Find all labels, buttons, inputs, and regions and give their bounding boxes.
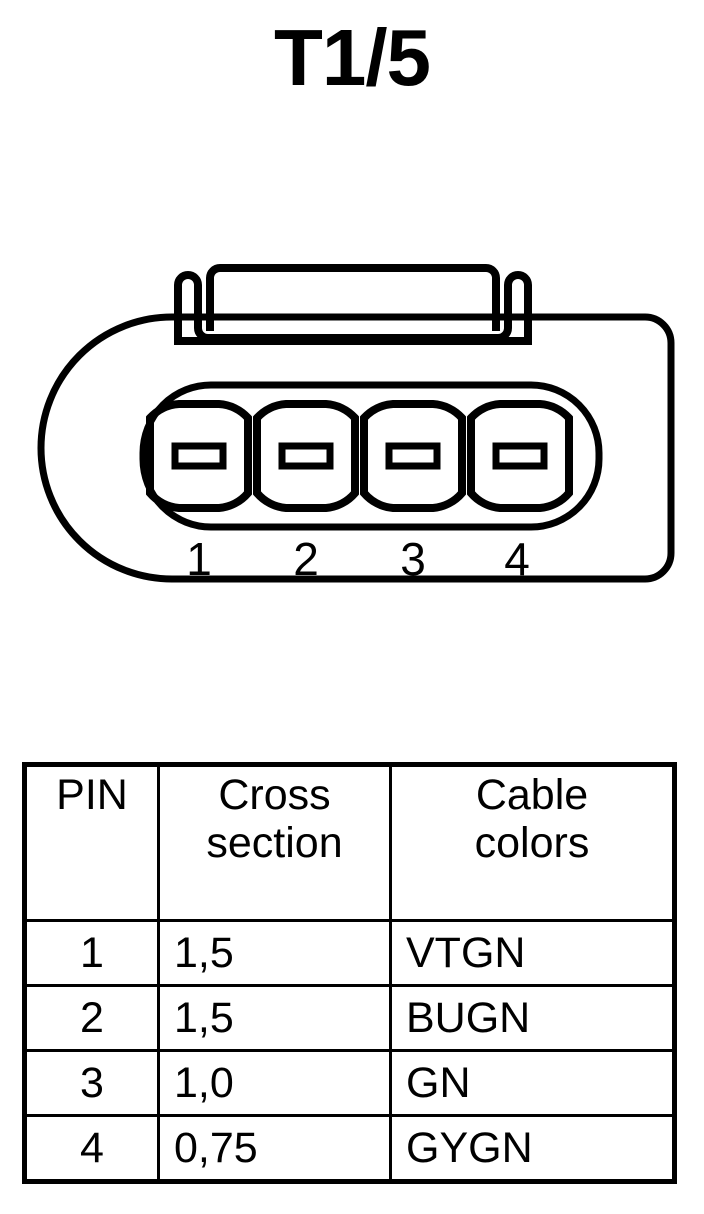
column-header-cross-section: Cross section bbox=[157, 763, 392, 922]
pin-label-2: 2 bbox=[293, 533, 319, 585]
column-header-cross-section-line2: section bbox=[206, 819, 343, 868]
column-header-pin-label: PIN bbox=[56, 771, 128, 819]
table-row: 3 1,0 GN bbox=[23, 1049, 676, 1117]
latch-bracket bbox=[174, 271, 532, 345]
cell-cable-colors: GN bbox=[389, 1049, 676, 1117]
cell-cable-colors: VTGN bbox=[389, 919, 676, 987]
cell-pin: 3 bbox=[23, 1049, 160, 1117]
connector-outer-body bbox=[37, 313, 675, 583]
column-header-cable-colors-line2: colors bbox=[474, 819, 590, 868]
table-row: 2 1,5 BUGN bbox=[23, 984, 676, 1052]
cell-pin: 1 bbox=[23, 919, 160, 987]
pin-label-4: 4 bbox=[504, 533, 530, 585]
pin-label-3: 3 bbox=[400, 533, 426, 585]
pinout-table-container: PIN Cross section Cable colors 1 1,5 VTG… bbox=[22, 762, 677, 1184]
column-header-cable-colors: Cable colors bbox=[389, 763, 676, 922]
pin-slot-4 bbox=[492, 442, 548, 470]
column-header-pin: PIN bbox=[23, 763, 160, 922]
connector-svg: 1 2 3 4 bbox=[37, 264, 675, 585]
cell-cable-colors: GYGN bbox=[389, 1114, 676, 1183]
table-row: 4 0,75 GYGN bbox=[23, 1114, 676, 1183]
connector-inner-chamber bbox=[139, 381, 603, 531]
latch-inner-block bbox=[206, 264, 500, 331]
pin-slot-3 bbox=[385, 442, 441, 470]
cell-pin: 2 bbox=[23, 984, 160, 1052]
table-row: 1 1,5 VTGN bbox=[23, 919, 676, 987]
cell-cross-section: 1,5 bbox=[157, 984, 392, 1052]
pin-cavity-2 bbox=[253, 400, 359, 512]
cell-cross-section: 1,0 bbox=[157, 1049, 392, 1117]
page-title: T1/5 bbox=[273, 13, 431, 102]
pin-slot-2 bbox=[278, 442, 334, 470]
connector-diagram: 1 2 3 4 bbox=[0, 240, 704, 610]
pin-cavity-1 bbox=[146, 400, 252, 512]
pin-slot-1 bbox=[171, 442, 227, 470]
pin-cavity-3 bbox=[360, 400, 466, 512]
pin-cavity-4 bbox=[467, 400, 573, 512]
pin-label-1: 1 bbox=[186, 533, 212, 585]
cell-pin: 4 bbox=[23, 1114, 160, 1183]
column-header-cable-colors-line1: Cable bbox=[475, 771, 589, 819]
pinout-table: PIN Cross section Cable colors 1 1,5 VTG… bbox=[22, 762, 677, 1184]
column-header-cross-section-line1: Cross bbox=[218, 771, 331, 819]
table-header-row: PIN Cross section Cable colors bbox=[23, 763, 676, 922]
cell-cable-colors: BUGN bbox=[389, 984, 676, 1052]
cell-cross-section: 0,75 bbox=[157, 1114, 392, 1183]
cell-cross-section: 1,5 bbox=[157, 919, 392, 987]
